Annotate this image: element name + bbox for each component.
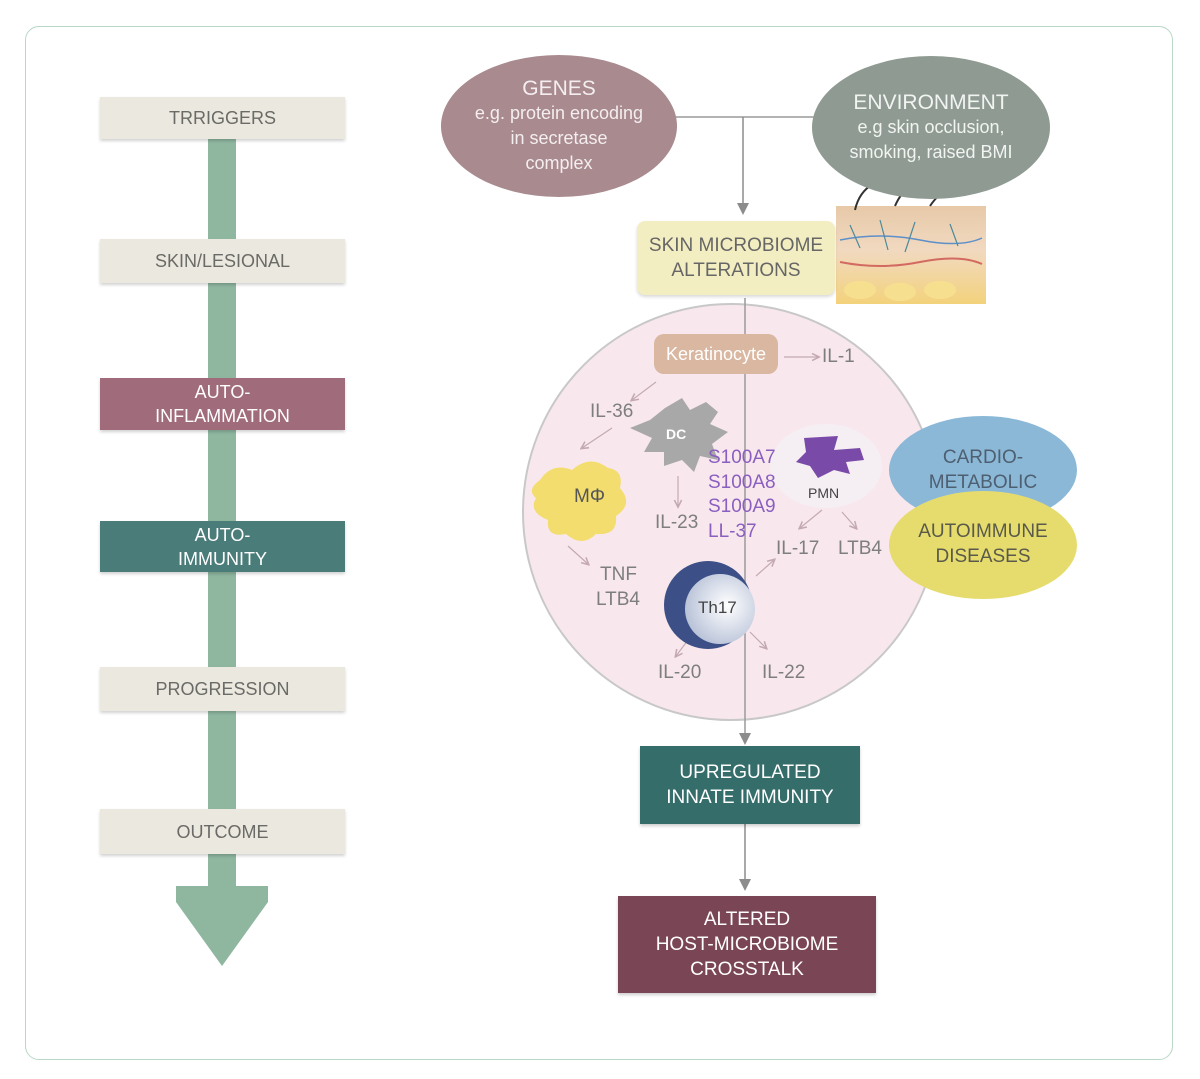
- genes-title: GENES: [522, 77, 596, 100]
- pmn-label: PMN: [808, 485, 840, 501]
- keratinocyte-cell: [654, 334, 778, 374]
- environment-ellipse: ENVIRONMENT e.g skin occlusion, smoking,…: [812, 56, 1050, 199]
- amp-s100a9: S100A9: [708, 496, 776, 517]
- dendritic-cell: [630, 398, 728, 472]
- il1-label: IL-1: [822, 346, 855, 367]
- amp-s100a8: S100A8: [708, 471, 776, 493]
- amp-ll37: LL-37: [708, 520, 757, 542]
- ltb4-left-label: LTB4: [596, 589, 641, 610]
- stage-triggers: TRRIGGERS: [100, 97, 345, 139]
- il22-label: IL-22: [762, 662, 806, 683]
- il23-label: IL-23: [655, 512, 699, 533]
- stage-progression: PROGRESSION: [100, 667, 345, 711]
- stage-auto-inflammation: AUTO- INFLAMMATION: [100, 378, 345, 430]
- stage-auto-immunity: AUTO- IMMUNITY: [100, 521, 345, 572]
- autoimmune-ellipse: [889, 491, 1077, 599]
- genes-ellipse: GENES e.g. protein encoding in secretase…: [441, 55, 677, 197]
- upregulated-innate-immunity-box: UPREGULATED INNATE IMMUNITY: [640, 746, 860, 824]
- il20-label: IL-20: [658, 662, 702, 683]
- skin-microbiome-box: SKIN MICROBIOME ALTERATIONS: [637, 221, 835, 295]
- pmn-cell: [796, 436, 864, 478]
- genes-text: e.g. protein encoding in secretase compl…: [474, 103, 644, 173]
- cardio-metabolic-label: CARDIO- METABOLIC: [928, 447, 1038, 493]
- il17-label: IL-17: [776, 538, 820, 559]
- tnf-label: TNF: [600, 564, 637, 585]
- stage-outcome: OUTCOME: [100, 809, 345, 854]
- keratinocyte-label: Keratinocyte: [665, 343, 767, 364]
- il36-label: IL-36: [590, 401, 634, 422]
- macrophage-cell: [531, 461, 627, 541]
- th17-cell-inner: [685, 574, 755, 644]
- stage-skin-lesional: SKIN/LESIONAL: [100, 239, 345, 283]
- dc-label: DC: [666, 426, 687, 442]
- altered-crosstalk-box: ALTERED HOST-MICROBIOME CROSSTALK: [618, 896, 876, 993]
- amp-s100a7: S100A7: [708, 447, 776, 468]
- macrophage-label: MΦ: [574, 486, 605, 507]
- autoimmune-diseases-label: AUTOIMMUNE DISEASES: [918, 521, 1048, 567]
- environment-text: e.g skin occlusion, smoking, raised BMI: [849, 117, 1013, 162]
- ltb4-right-label: LTB4: [838, 538, 883, 559]
- skin-illustration: [836, 183, 986, 304]
- environment-title: ENVIRONMENT: [853, 91, 1009, 114]
- cardio-ellipse: [889, 416, 1077, 524]
- progression-arrow-head: [176, 886, 268, 966]
- amp-list: S100A7 S100A8 S100A9 LL-37: [708, 446, 776, 544]
- th17-label: Th17: [698, 598, 737, 617]
